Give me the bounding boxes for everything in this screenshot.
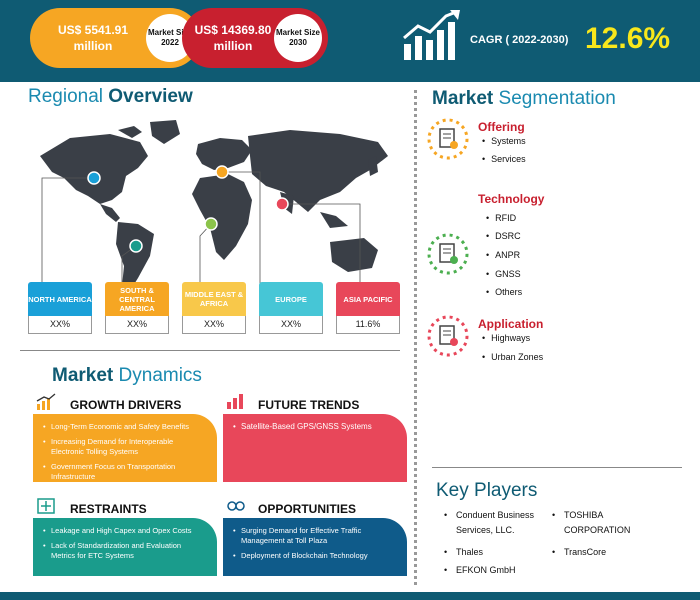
trend-item: Satellite-Based GPS/GNSS Systems [233,422,397,432]
segment-item: Highways [482,333,530,343]
footer-bar [0,592,700,600]
key-player: EFKON GmbH [444,563,556,578]
restraint-item: Leakage and High Capex and Opex Costs [43,526,207,536]
key-player: TransCore [552,545,644,560]
offering-label: Offering [478,120,525,134]
opportunities-label: OPPORTUNITIES [258,502,357,516]
region-card-south-central-america: SOUTH & CENTRAL AMERICA XX% [105,282,169,334]
key-player: TOSHIBA CORPORATION [552,508,644,538]
region-name: NORTH AMERICA [28,282,92,316]
segment-item: ANPR [486,250,520,260]
market-segmentation-title: Market Segmentation [432,88,616,110]
region-card-north-america: NORTH AMERICA XX% [28,282,92,334]
driver-item: Increasing Demand for Interoperable Elec… [43,437,207,457]
growth-drivers-icon [36,393,56,410]
market-size-2022-value: US$ 5541.91 million [57,23,129,53]
driver-item: Long-Term Economic and Safety Benefits [43,422,207,432]
growth-chart-icon [403,10,460,60]
growth-drivers-label: GROWTH DRIVERS [70,398,182,412]
future-trends-label: FUTURE TRENDS [258,398,360,412]
region-card-middle-east-africa: MIDDLE EAST & AFRICA XX% [182,282,246,334]
region-value: XX% [259,316,323,334]
regional-title-part-2: Overview [108,86,193,107]
region-name: ASIA PACIFIC [336,282,400,316]
region-name: SOUTH & CENTRAL AMERICA [105,282,169,316]
segment-item: GNSS [486,269,521,279]
restraints-box: Leakage and High Capex and Opex Costs La… [33,518,217,576]
dynamics-title-part-1: Market [52,365,114,386]
section-divider [20,350,400,351]
restraints-label: RESTRAINTS [70,502,147,516]
vertical-divider [414,90,417,585]
key-player: Conduent Business Services, LLC. [444,508,556,538]
market-size-2030-pill: US$ 14369.80 million Market Size 2030 [182,8,328,68]
market-dynamics-title: Market Dynamics [52,365,202,387]
market-size-2022-pill: US$ 5541.91 million Market Size 2022 [30,8,200,68]
application-icon [427,315,469,357]
region-value: XX% [28,316,92,334]
opportunity-item: Deployment of Blockchain Technology [233,551,397,561]
segment-item: Systems [482,136,526,146]
restraint-item: Lack of Standardization and Evaluation M… [43,541,207,561]
segment-item: RFID [486,213,516,223]
region-name: MIDDLE EAST & AFRICA [182,282,246,316]
region-name: EUROPE [259,282,323,316]
region-value: 11.6% [336,316,400,334]
technology-label: Technology [478,192,545,206]
market-size-2030-label: Market Size 2030 [274,14,322,62]
segment-item: DSRC [486,231,521,241]
opportunities-box: Surging Demand for Effective Traffic Man… [223,518,407,576]
segment-item: Urban Zones [482,352,543,362]
future-trends-icon [227,394,243,409]
offering-icon [427,118,469,160]
key-players-title: Key Players [436,480,538,501]
world-map [40,120,388,294]
region-value: XX% [182,316,246,334]
region-card-asia-pacific: ASIA PACIFIC 11.6% [336,282,400,334]
dynamics-title-part-2: Dynamics [118,365,202,386]
opportunity-item: Surging Demand for Effective Traffic Man… [233,526,397,546]
region-card-europe: EUROPE XX% [259,282,323,334]
market-size-2030-value: US$ 14369.80 million [194,23,272,53]
cagr-label: CAGR ( 2022-2030) [470,34,569,46]
segmentation-title-part-2: Segmentation [498,88,616,109]
opportunities-icon [227,501,245,511]
technology-icon [427,233,469,275]
future-trends-box: Satellite-Based GPS/GNSS Systems [223,414,407,482]
restraints-icon [37,498,55,514]
key-players-divider [432,467,682,468]
region-value: XX% [105,316,169,334]
application-label: Application [478,317,544,331]
key-player: Thales [444,545,556,560]
cagr-value: 12.6% [585,22,671,55]
driver-item: Government Focus on Transportation Infra… [43,462,207,482]
regional-overview-title: Regional Overview [28,86,193,108]
segment-item: Services [482,154,526,164]
segment-item: Others [486,287,522,297]
growth-drivers-box: Long-Term Economic and Safety Benefits I… [33,414,217,482]
regional-title-part-1: Regional [28,86,103,107]
segmentation-title-part-1: Market [432,88,494,109]
